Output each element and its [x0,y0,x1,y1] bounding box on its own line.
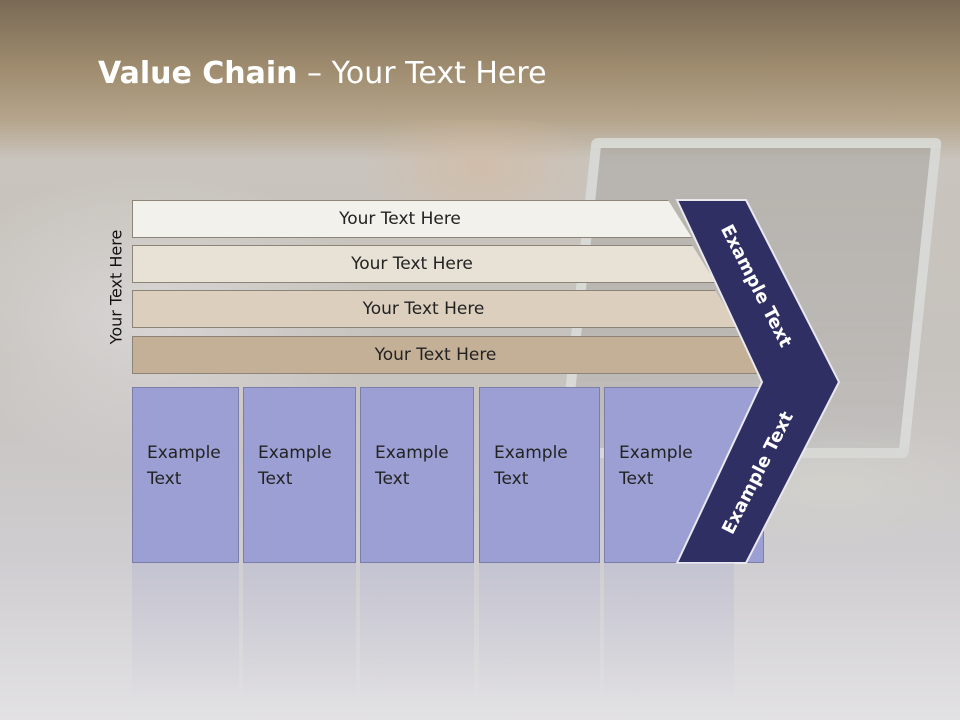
reflection-box [132,563,239,703]
reflection-box [479,563,600,703]
box-line-2: Text [494,469,529,489]
box-line-1: Example [619,443,693,463]
box-line-2: Text [147,469,182,489]
support-activity-bar-3[interactable]: Your Text Here [132,290,739,328]
box-line-2: Text [375,469,410,489]
bar-label: Your Text Here [362,299,485,319]
reflection [130,563,850,703]
slide-title: Value Chain – Your Text Here [98,56,547,91]
support-activity-bar-1[interactable]: Your Text Here [132,200,692,238]
reflection-box [243,563,356,703]
support-activity-bar-2[interactable]: Your Text Here [132,245,716,283]
bar-label: Your Text Here [351,254,473,274]
title-rest: – Your Text Here [297,56,547,91]
support-activity-bar-4[interactable]: Your Text Here [132,336,763,374]
box-line-2: Text [619,469,654,489]
title-bold: Value Chain [98,56,298,91]
chevron-shape [675,199,841,564]
box-line-1: Example [494,443,568,463]
reflection-inner [130,563,850,703]
reflection-box [604,563,734,703]
box-line-1: Example [375,443,449,463]
bar-label: Your Text Here [374,345,497,365]
box-line-1: Example [258,443,332,463]
bar-label: Your Text Here [339,209,461,229]
reflection-box [360,563,474,703]
box-line-1: Example [147,443,221,463]
box-line-2: Text [258,469,293,489]
